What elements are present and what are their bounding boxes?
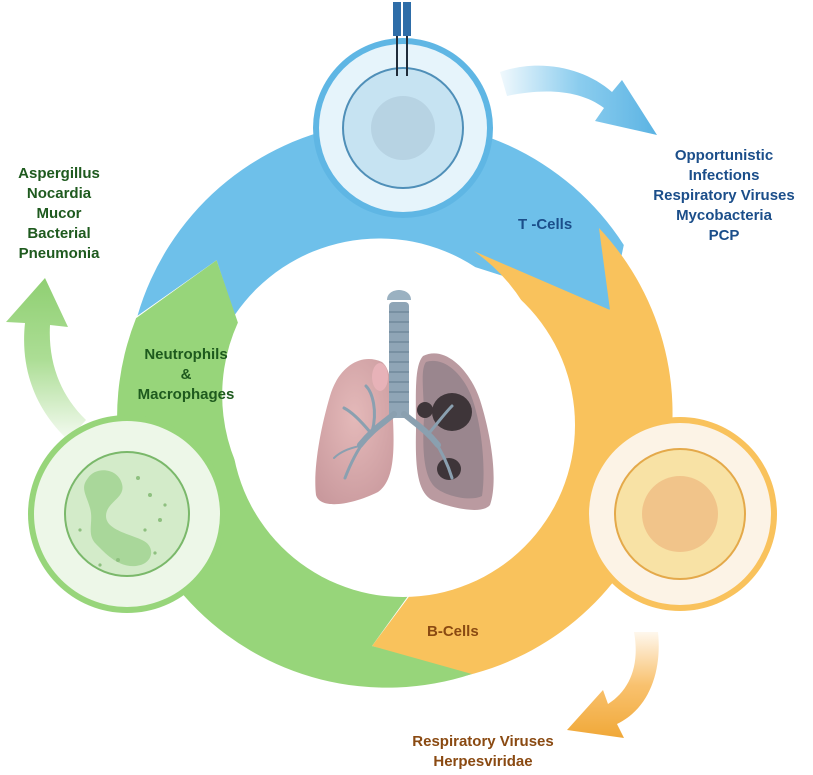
b-cells-infections-list: Respiratory Viruses Herpesviridae — [398, 732, 568, 772]
infection-item: Herpesviridae — [433, 753, 533, 770]
infection-item: Opportunistic — [674, 147, 774, 164]
lungs-with-lesions-icon — [315, 290, 494, 510]
infection-item: Bacterial — [27, 225, 91, 242]
t-cells-infections-list: Opportunistic Infections Respiratory Vir… — [635, 146, 813, 246]
t-cells-arrow — [500, 65, 657, 135]
t-cells-label: T -Cells — [518, 216, 573, 233]
neutrophils-label: Neutrophils & Macrophages — [124, 345, 248, 405]
neutrophils-label-line: Neutrophils — [144, 346, 228, 363]
t-cell-icon — [313, 2, 493, 218]
b-cells-label: B-Cells — [427, 623, 479, 640]
infection-item: Respiratory Viruses — [412, 733, 554, 750]
neutrophils-arrow — [6, 278, 86, 440]
inner-disk — [231, 253, 575, 597]
infection-item: PCP — [708, 227, 740, 244]
neutrophils-label-line: & — [180, 366, 192, 383]
neutrophil-icon — [28, 415, 226, 613]
b-cell-icon — [583, 417, 777, 611]
infection-item: Mycobacteria — [676, 207, 772, 224]
infection-item: Infections — [688, 167, 760, 184]
infection-item: Respiratory Viruses — [653, 187, 795, 204]
infection-item: Pneumonia — [18, 245, 100, 262]
neutrophils-infections-list: Aspergillus Nocardia Mucor Bacterial Pne… — [0, 164, 118, 264]
infection-item: Mucor — [36, 205, 82, 222]
infection-item: Aspergillus — [18, 165, 100, 182]
neutrophils-label-line: Macrophages — [137, 386, 235, 403]
b-cells-arrow — [567, 632, 659, 738]
infection-item: Nocardia — [26, 185, 92, 202]
